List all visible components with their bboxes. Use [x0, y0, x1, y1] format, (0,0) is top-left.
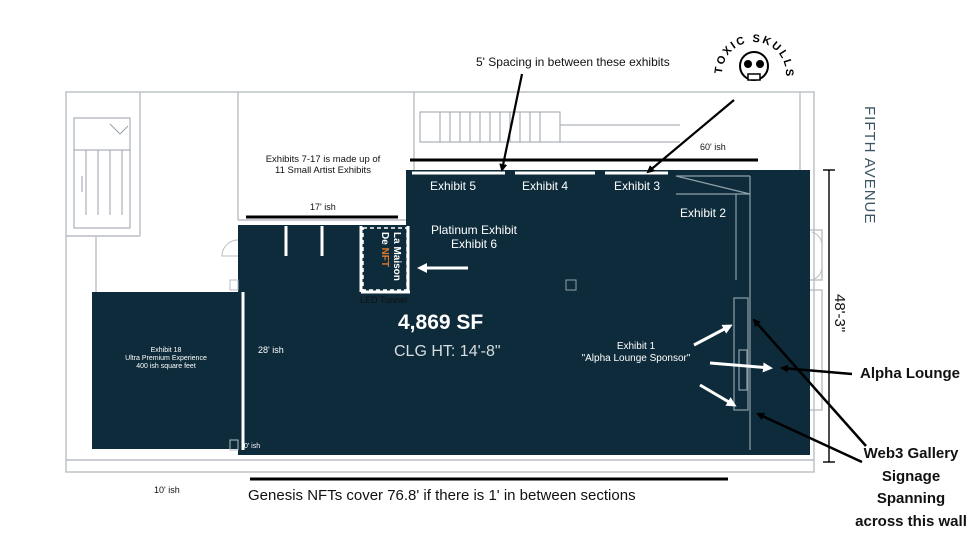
dim-48-label: 48'-3"	[831, 294, 848, 333]
exhibit-18-line1: Exhibit 18	[150, 347, 182, 354]
exhibit-1-line2: "Alpha Lounge Sponsor"	[581, 352, 691, 364]
logo-arrow	[646, 99, 735, 174]
column	[229, 279, 239, 291]
genesis-note: Genesis NFTs cover 76.8' if there is 1' …	[248, 487, 636, 504]
small-exhibits-line2: 11 Small Artist Exhibits	[275, 164, 371, 176]
dimension-lines	[246, 158, 758, 481]
web3-arrow-1	[752, 318, 867, 447]
building-outline	[65, 91, 823, 473]
la-maison-de: De	[379, 232, 391, 245]
alpha-lounge-callout: Alpha Lounge	[860, 365, 960, 382]
web3-arrow-2	[756, 412, 863, 464]
dim-zero-label: 0' ish	[244, 443, 261, 450]
exhibit-1-arrow-mid	[709, 361, 773, 373]
platinum-line1: Platinum Exhibit	[430, 223, 518, 237]
la-maison-line2: De NFT	[379, 232, 391, 281]
exhibit-4-label: Exhibit 4	[522, 179, 569, 193]
web3-line1: Web3 Gallery	[863, 445, 959, 462]
la-maison-nft: NFT	[379, 247, 391, 268]
stairwell	[73, 117, 131, 229]
platinum-line2: Exhibit 6	[450, 236, 498, 251]
web3-line3: Spanning	[876, 490, 946, 507]
escalator	[419, 111, 680, 143]
dim-28-label: 28' ish	[258, 345, 284, 355]
dim-10-label: 10' ish	[154, 485, 180, 495]
street-name: FIFTH AVENUE	[861, 106, 878, 225]
led-tunnel-box	[362, 227, 408, 291]
web3-gallery-callout: Web3 Gallery Signage Spanning across thi…	[846, 443, 976, 533]
column	[229, 439, 239, 451]
exhibit-1-line1: Exhibit 1	[616, 341, 656, 352]
exhibit-1-arrow-down	[699, 383, 737, 407]
exhibit-18-line2: Ultra Premium Experience	[125, 355, 207, 363]
la-maison-label: La Maison De NFT	[379, 232, 403, 281]
spacing-arrow	[499, 73, 524, 172]
la-maison-line1: La Maison	[391, 232, 402, 281]
facade-door	[811, 231, 823, 281]
exhibit-5-label: Exhibit 5	[430, 179, 477, 193]
area-sf: 4,869 SF	[398, 311, 484, 334]
web3-line2: Signage	[881, 467, 941, 485]
exhibit-18-label: Exhibit 18 Ultra Premium Experience 400 …	[110, 347, 222, 371]
exhibit-3-label: Exhibit 3	[614, 179, 661, 193]
main-floor	[238, 170, 810, 455]
small-exhibits-line1: Exhibits 7-17 is made up of	[265, 154, 381, 165]
exhibit-18-room	[92, 292, 242, 449]
column	[565, 279, 577, 291]
web3-line4: across this wall	[855, 512, 967, 530]
led-tunnel-label: LED Tunnel	[360, 295, 408, 305]
exhibit-18-line3: 400 ish square feet	[136, 363, 196, 371]
partitions	[241, 226, 410, 450]
platinum-exhibit-label: Platinum Exhibit Exhibit 6	[424, 223, 524, 252]
alpha-lounge-arrow	[780, 364, 853, 376]
dim-17-label: 17' ish	[310, 202, 336, 212]
toxic-skulls-logo: TOXIC SKULLS CLUB	[707, 13, 796, 106]
dim-60-label: 60' ish	[700, 142, 726, 152]
exhibit-1-arrow-up	[693, 324, 733, 347]
spacing-note: 5' Spacing in between these exhibits	[476, 55, 670, 69]
ceiling-height: CLG HT: 14'-8"	[394, 343, 501, 360]
small-exhibits-note: Exhibits 7-17 is made up of 11 Small Art…	[248, 154, 398, 177]
exhibit-2-alcove	[675, 175, 751, 450]
dimension-48	[823, 169, 835, 463]
exhibit-1-label: Exhibit 1 "Alpha Lounge Sponsor"	[570, 341, 702, 364]
skull-icon: TOXIC SKULLS CLUB	[707, 13, 793, 81]
exhibit-2-label: Exhibit 2	[680, 206, 727, 220]
door-swing	[221, 239, 239, 257]
